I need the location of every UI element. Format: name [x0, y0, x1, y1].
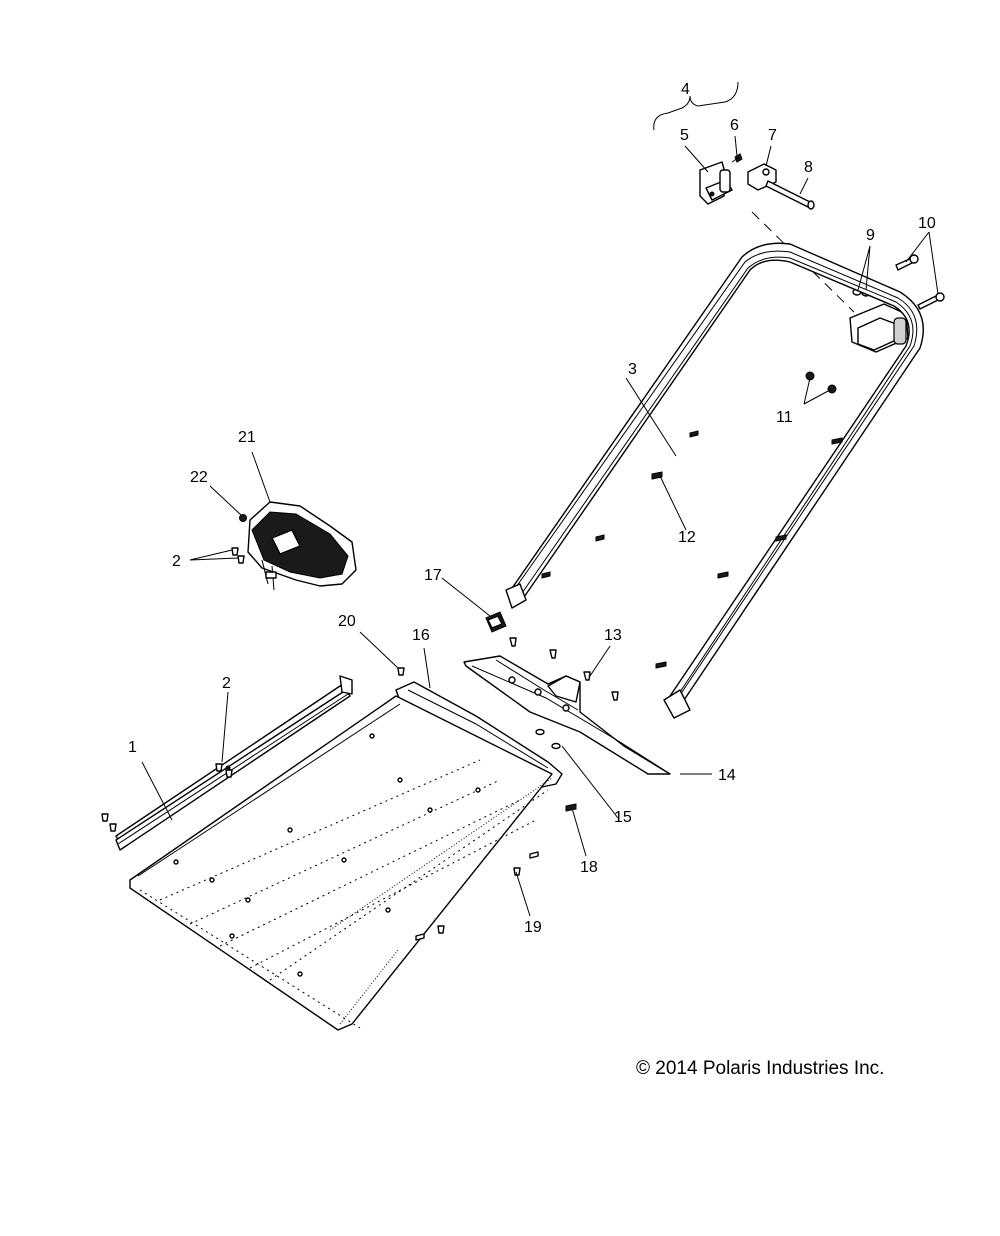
callout-16: 16	[412, 627, 430, 644]
callout-20: 20	[338, 613, 356, 630]
part-20-screw	[397, 667, 405, 676]
part-19-screws	[415, 851, 539, 941]
part-13-bolts	[509, 637, 619, 701]
part-12-bolt	[651, 471, 663, 480]
callout-labels: 1 2 2 3 4 5 6 7 8 9 10 11 12 13 14 15 16…	[128, 81, 936, 936]
part-5-hinge-bracket	[699, 161, 733, 205]
part-17-bumper	[485, 611, 507, 633]
part-3-rear-frame	[505, 242, 924, 719]
part-1-side-rail	[115, 675, 353, 851]
callout-7: 7	[768, 127, 777, 144]
frame-hinge-block	[849, 303, 909, 353]
callout-15: 15	[614, 809, 632, 826]
leader-lines	[141, 135, 939, 917]
callout-22: 22	[190, 469, 208, 486]
bed-floor-panel	[129, 695, 553, 1031]
part-8-hinge-pin	[765, 180, 815, 210]
callout-2-upper: 2	[172, 553, 181, 570]
callout-17: 17	[424, 567, 442, 584]
copyright-notice: © 2014 Polaris Industries Inc.	[636, 1058, 884, 1079]
part-2-screws-lower	[101, 763, 233, 832]
bracket-4	[653, 81, 739, 131]
part-18-screw	[565, 803, 577, 812]
callout-13: 13	[604, 627, 622, 644]
hinge-assembly	[653, 81, 815, 210]
callout-9: 9	[866, 227, 875, 244]
callout-1: 1	[128, 739, 137, 756]
part-11-nuts	[805, 371, 837, 394]
part-14-cross-brace	[463, 655, 671, 775]
part-21-cover	[247, 501, 357, 591]
callout-14: 14	[718, 767, 736, 784]
callout-3: 3	[628, 361, 637, 378]
callout-12: 12	[678, 529, 696, 546]
callout-11: 11	[776, 409, 793, 426]
part-15-washers	[535, 728, 561, 750]
part-10-bolts	[895, 254, 945, 310]
callout-6: 6	[730, 117, 739, 134]
callout-21: 21	[238, 429, 256, 446]
callout-8: 8	[804, 159, 813, 176]
callout-19: 19	[524, 919, 542, 936]
callout-2-lower: 2	[222, 675, 231, 692]
part-22-nut	[239, 514, 247, 522]
callout-10: 10	[918, 215, 936, 232]
callout-4: 4	[681, 81, 690, 98]
callout-5: 5	[680, 127, 689, 144]
part-2-screws-upper	[231, 547, 245, 564]
callout-18: 18	[580, 859, 598, 876]
